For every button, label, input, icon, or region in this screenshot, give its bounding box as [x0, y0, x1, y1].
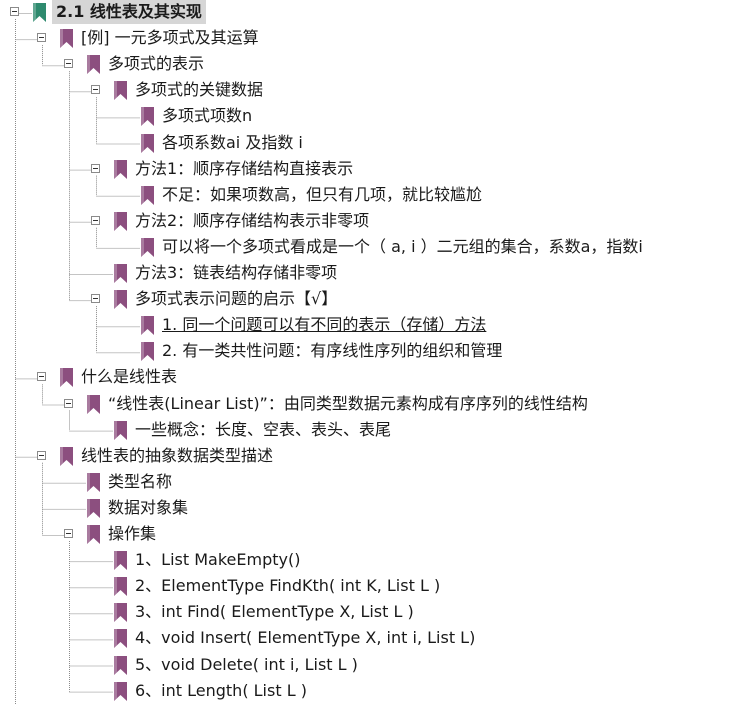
tree-node[interactable]: 多项式的表示 — [0, 52, 729, 78]
tree-node[interactable]: 2. 有一类共性问题：有序线性序列的组织和管理 — [0, 339, 729, 365]
tree-node-label[interactable]: 1. 同一个问题可以有不同的表示（存储）方法 — [162, 315, 487, 335]
tree-node[interactable]: 一些概念：长度、空表、表头、表尾 — [0, 418, 729, 444]
tree-node[interactable]: 多项式的关键数据 — [0, 78, 729, 104]
tree-node-label[interactable]: 多项式的关键数据 — [135, 80, 264, 100]
tree-node-label[interactable]: 不足：如果项数高，但只有几项，就比较尴尬 — [162, 184, 483, 204]
tree-node[interactable]: 线性表的抽象数据类型描述 — [0, 444, 729, 470]
bookmark-icon — [141, 185, 154, 205]
tree-node-label[interactable]: “线性表(Linear List)”：由同类型数据元素构成有序序列的线性结构 — [108, 393, 588, 413]
tree-node-label[interactable]: 方法3：链表结构存储非零项 — [135, 263, 338, 282]
tree-node[interactable]: 什么是线性表 — [0, 365, 729, 391]
tree-node-label[interactable]: [例] 一元多项式及其运算 — [81, 28, 259, 48]
tree-node-label[interactable]: 2、ElementType FindKth( int K, List L ) — [135, 576, 441, 596]
tree-node[interactable]: [例] 一元多项式及其运算 — [0, 26, 729, 52]
tree-node-label[interactable]: 多项式的表示 — [108, 54, 205, 74]
tree-node-label[interactable]: 方法2：顺序存储结构表示非零项 — [135, 210, 370, 230]
collapse-toggle-icon[interactable] — [37, 450, 46, 460]
tree-node[interactable]: 5、void Delete( int i, List L ) — [0, 653, 729, 679]
bookmark-icon — [87, 394, 100, 414]
collapse-toggle-icon[interactable] — [37, 33, 46, 43]
tree-node-label[interactable]: 一些概念：长度、空表、表头、表尾 — [135, 419, 392, 439]
bookmark-icon — [114, 264, 127, 283]
tree-node[interactable]: 类型名称 — [0, 470, 729, 496]
collapse-toggle-icon[interactable] — [64, 529, 73, 538]
bookmark-icon — [141, 316, 154, 336]
collapse-toggle-icon[interactable] — [64, 59, 73, 69]
tree-node-label[interactable]: 6、int Length( List L ) — [135, 680, 307, 700]
tree-node-label[interactable]: 1、List MakeEmpty() — [135, 550, 301, 570]
bookmark-icon — [114, 81, 127, 101]
tree-node[interactable]: 不足：如果项数高，但只有几项，就比较尴尬 — [0, 183, 729, 209]
bookmark-icon — [87, 525, 100, 544]
tree-node-label[interactable]: 可以将一个多项式看成是一个（ a, i ）二元组的集合，系数a，指数i — [162, 236, 643, 256]
bookmark-icon — [114, 629, 127, 649]
tree-node[interactable]: “线性表(Linear List)”：由同类型数据元素构成有序序列的线性结构 — [0, 392, 729, 418]
bookmark-icon — [114, 577, 127, 597]
bookmark-icon — [60, 29, 73, 49]
collapse-toggle-icon[interactable] — [91, 215, 100, 225]
tree-node[interactable]: 6、int Length( List L ) — [0, 679, 729, 705]
tree-node-label[interactable]: 4、void Insert( ElementType X, int i, Lis… — [135, 628, 476, 648]
collapse-toggle-icon[interactable] — [91, 85, 100, 95]
tree-node-label[interactable]: 5、void Delete( int i, List L ) — [135, 654, 358, 674]
bookmark-icon — [60, 368, 73, 388]
bookmark-icon — [87, 472, 100, 492]
bookmark-icon — [114, 290, 127, 310]
bookmark-icon — [114, 420, 127, 440]
tree-node[interactable]: 1、List MakeEmpty() — [0, 548, 729, 574]
bookmark-icon — [33, 3, 46, 22]
bookmark-icon — [114, 655, 127, 675]
collapse-toggle-icon[interactable] — [10, 7, 19, 16]
tree-node[interactable]: 方法1：顺序存储结构直接表示 — [0, 157, 729, 183]
tree-node-label[interactable]: 线性表的抽象数据类型描述 — [81, 445, 274, 465]
tree-node-label[interactable]: 什么是线性表 — [81, 367, 178, 387]
bookmark-icon — [114, 603, 127, 623]
tree-node-label[interactable]: 多项式表示问题的启示【√】 — [135, 289, 338, 309]
tree-node[interactable]: 3、int Find( ElementType X, List L ) — [0, 600, 729, 626]
tree-node[interactable]: 可以将一个多项式看成是一个（ a, i ）二元组的集合，系数a，指数i — [0, 235, 729, 261]
tree-node[interactable]: 操作集 — [0, 522, 729, 548]
tree-node-label[interactable]: 方法1：顺序存储结构直接表示 — [135, 158, 354, 178]
collapse-toggle-icon[interactable] — [64, 398, 73, 408]
tree-node-label[interactable]: 数据对象集 — [108, 497, 189, 517]
tree-node[interactable]: 各项系数ai 及指数 i — [0, 131, 729, 157]
collapse-toggle-icon[interactable] — [91, 294, 100, 304]
bookmark-icon — [141, 107, 154, 127]
tree-node[interactable]: 方法3：链表结构存储非零项 — [0, 261, 729, 287]
tree-node[interactable]: 数据对象集 — [0, 496, 729, 522]
tree-node-label[interactable]: 2.1 线性表及其实现 — [52, 0, 206, 24]
bookmark-icon — [141, 237, 154, 257]
tree-node-label[interactable]: 类型名称 — [108, 471, 173, 491]
bookmark-icon — [114, 681, 127, 701]
tree-node[interactable]: 4、void Insert( ElementType X, int i, Lis… — [0, 626, 729, 652]
tree-node-label[interactable]: 各项系数ai 及指数 i — [162, 132, 303, 152]
tree-node[interactable]: 方法2：顺序存储结构表示非零项 — [0, 209, 729, 235]
collapse-toggle-icon[interactable] — [37, 372, 46, 382]
tree-node[interactable]: 多项式表示问题的启示【√】 — [0, 287, 729, 313]
tree-node-label[interactable]: 多项式项数n — [162, 106, 253, 126]
bookmark-icon — [60, 446, 73, 466]
collapse-toggle-icon[interactable] — [91, 163, 100, 173]
tree-node[interactable]: 2.1 线性表及其实现 — [0, 0, 729, 26]
bookmark-icon — [87, 498, 100, 518]
bookmark-icon — [114, 159, 127, 179]
bookmark-icon — [114, 551, 127, 571]
bookmark-icon — [141, 342, 154, 362]
bookmark-icon — [114, 211, 127, 231]
bookmark-icon — [141, 133, 154, 153]
tree-node[interactable]: 1. 同一个问题可以有不同的表示（存储）方法 — [0, 313, 729, 339]
bookmark-icon — [87, 55, 100, 75]
tree-node-label[interactable]: 3、int Find( ElementType X, List L ) — [135, 602, 414, 622]
tree-node-label[interactable]: 操作集 — [108, 524, 157, 543]
tree-node[interactable]: 多项式项数n — [0, 104, 729, 130]
tree-node-label[interactable]: 2. 有一类共性问题：有序线性序列的组织和管理 — [162, 341, 503, 361]
tree-node[interactable]: 2、ElementType FindKth( int K, List L ) — [0, 574, 729, 600]
